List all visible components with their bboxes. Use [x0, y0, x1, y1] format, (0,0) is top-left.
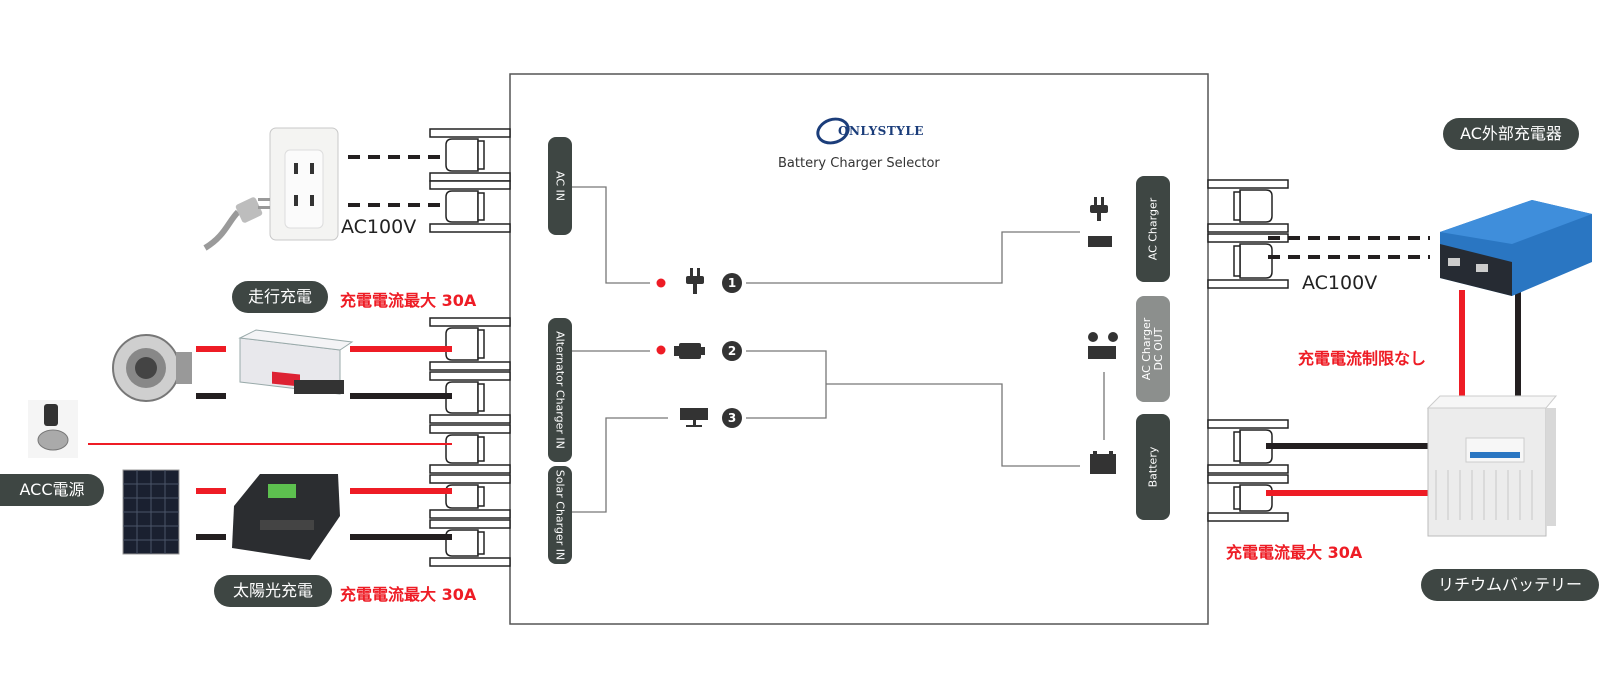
label-battery-current: 充電電流最大 30A: [1226, 543, 1363, 562]
indicator-dot-1: [656, 278, 666, 288]
path-number-2: 2: [722, 341, 742, 361]
wire-solar: [572, 417, 668, 513]
alternator-photo: [112, 334, 192, 402]
connector-alt-2: [429, 371, 511, 424]
tab-ac-charger[interactable]: AC Charger: [1136, 176, 1170, 282]
ac-charger-plug-icon: [1088, 197, 1112, 247]
tab-battery-label: Battery: [1146, 446, 1160, 488]
label-solar-current: 充電電流最大 30A: [340, 585, 477, 604]
power-plug-icon: [203, 197, 270, 251]
tab-battery[interactable]: Battery: [1136, 414, 1170, 520]
connector-ac-in-1: [429, 128, 511, 182]
ac-charger-photo: [1440, 200, 1592, 296]
wire-merge: [826, 383, 1080, 467]
connector-battery-1: [1207, 419, 1289, 474]
label-ac-external-charger: AC外部充電器: [1443, 118, 1579, 150]
indicator-dot-2: [656, 345, 666, 355]
connector-ac-charger-1: [1207, 179, 1289, 233]
solar-panel-icon: [680, 408, 708, 427]
label-drive-charge: 走行充電: [232, 281, 328, 313]
brand-logo: ONLYSTYLE: [838, 124, 924, 138]
brand-subtitle: Battery Charger Selector: [778, 156, 940, 171]
connector-ac-in-2: [429, 180, 511, 233]
connector-battery-2: [1207, 474, 1289, 522]
connector-acc: [429, 424, 511, 474]
tab-solar-in[interactable]: Solar Charger IN: [548, 466, 572, 564]
label-lithium-battery: リチウムバッテリー: [1421, 569, 1599, 601]
solar-panel-photo: [122, 469, 180, 555]
key-photo: [28, 400, 78, 458]
tab-ac-charger-label: AC Charger: [1146, 197, 1160, 261]
tab-ac-in-label: AC IN: [553, 171, 567, 201]
lithium-battery-photo: [1426, 395, 1558, 537]
right-connectors: [1207, 179, 1289, 522]
connector-alt-1: [429, 317, 511, 371]
connector-solar-1: [429, 474, 511, 519]
path-number-3: 3: [722, 408, 742, 428]
label-solar-charge: 太陽光充電: [214, 575, 332, 607]
dc-out-battery-icon: [1088, 332, 1118, 359]
wire-path-1: [746, 231, 1080, 284]
path-number-1: 1: [722, 273, 742, 293]
label-no-current-limit: 充電電流制限なし: [1298, 349, 1427, 368]
tab-alternator-in-label: Alternator Charger IN: [553, 331, 567, 449]
label-ac100v-right: AC100V: [1302, 272, 1378, 294]
battery-icon: [1090, 451, 1116, 474]
dc-dc-charger-photo: [238, 329, 354, 395]
tab-solar-in-label: Solar Charger IN: [553, 469, 567, 561]
wire-ac-in: [572, 186, 650, 284]
connector-ac-charger-2: [1207, 233, 1289, 289]
label-acc-power: ACC電源: [0, 474, 104, 506]
alternator-icon: [674, 343, 705, 359]
label-ac100v-left: AC100V: [341, 216, 417, 238]
left-connectors: [429, 128, 511, 567]
tab-ac-charger-dc-out-label: AC Charger DC OUT: [1140, 317, 1165, 381]
wall-outlet-icon: [269, 127, 339, 241]
internal-wires: [572, 186, 1105, 513]
solar-controller-photo: [232, 474, 340, 560]
label-drive-current: 充電電流最大 30A: [340, 291, 477, 310]
tab-ac-in[interactable]: AC IN: [548, 137, 572, 235]
tab-alternator-in[interactable]: Alternator Charger IN: [548, 318, 572, 462]
connector-solar-2: [429, 519, 511, 567]
tab-ac-charger-dc-out[interactable]: AC Charger DC OUT: [1136, 296, 1170, 402]
plug-icon-center: [686, 268, 704, 294]
